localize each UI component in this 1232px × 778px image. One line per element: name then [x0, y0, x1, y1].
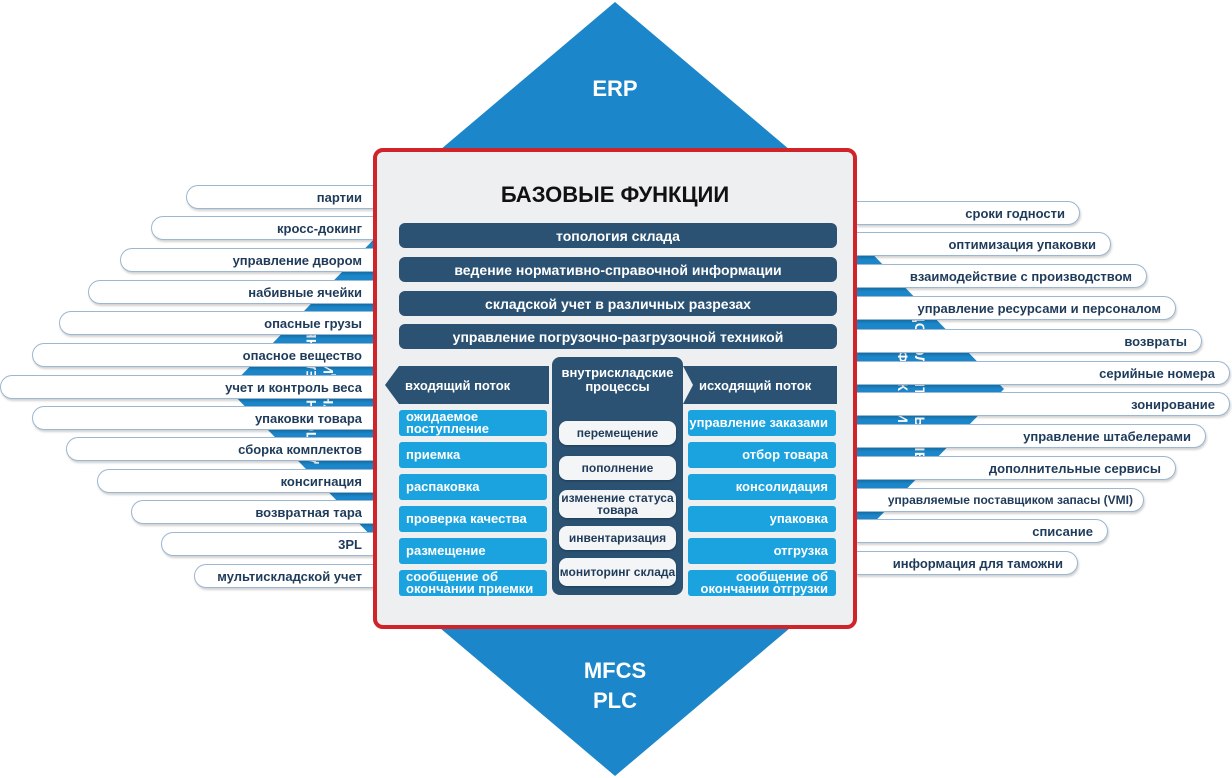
- base-function-bar: ведение нормативно-справочной информации: [399, 257, 837, 282]
- left-item: консигнация: [97, 469, 376, 493]
- outbound-step: управление заказами: [688, 410, 836, 436]
- right-item: сроки годности: [856, 201, 1080, 225]
- right-item: управление штабелерами: [856, 424, 1206, 448]
- right-item: серийные номера: [856, 361, 1230, 385]
- right-item: зонирование: [856, 392, 1230, 416]
- outbound-arrow-shape: [683, 366, 837, 404]
- right-item: взаимодействие с производством: [856, 264, 1147, 288]
- outbound-step: консолидация: [688, 474, 836, 500]
- left-item: опасные грузы: [59, 311, 376, 335]
- left-item: опасное вещество: [32, 343, 376, 367]
- right-item: информация для таможни: [856, 551, 1078, 575]
- outbound-step: отгрузка: [688, 538, 836, 564]
- left-item: 3PL: [161, 532, 376, 556]
- outbound-header: исходящий поток: [699, 377, 812, 393]
- outbound-step: отбор товара: [688, 442, 836, 468]
- left-item: мультискладской учет: [194, 564, 376, 588]
- right-item: управляемые поставщиком запасы (VMI): [856, 488, 1144, 512]
- left-item: учет и контроль веса: [0, 375, 376, 399]
- left-item: сборка комплектов: [66, 437, 376, 461]
- inbound-step: проверка качества: [399, 506, 547, 532]
- internal-step: пополнение: [559, 456, 676, 480]
- inbound-step: распаковка: [399, 474, 547, 500]
- internal-step: инвентаризация: [559, 526, 676, 550]
- base-function-bar: складской учет в различных разрезах: [399, 291, 837, 316]
- right-item: возвраты: [856, 329, 1202, 353]
- left-item: возвратная тара: [131, 500, 376, 524]
- internal-header: внутрискладские процессы: [561, 365, 674, 394]
- inbound-step: размещение: [399, 538, 547, 564]
- left-item: набивные ячейки: [88, 280, 376, 304]
- plc-label: PLC: [593, 688, 637, 713]
- mfcs-label: MFCS: [583, 658, 647, 683]
- inbound-step: приемка: [399, 442, 547, 468]
- base-function-bar: управление погрузочно-разгрузочной техни…: [399, 324, 837, 349]
- internal-step: мониторинг склада: [559, 558, 676, 586]
- internal-step: перемещение: [559, 421, 676, 445]
- inbound-step: сообщение об окончании приемки: [399, 570, 547, 596]
- base-functions-panel: БАЗОВЫЕ ФУНКЦИИ топология склада ведение…: [373, 148, 857, 629]
- erp-label: ERP: [592, 76, 638, 101]
- right-item: списание: [856, 519, 1108, 543]
- internal-processes-column: внутрискладские процессы перемещение поп…: [552, 357, 683, 595]
- left-item: управление двором: [120, 248, 376, 272]
- outbound-step: упаковка: [688, 506, 836, 532]
- left-item: кросс-докинг: [151, 216, 376, 240]
- base-function-bar: топология склада: [399, 223, 837, 248]
- right-item: управление ресурсами и персоналом: [856, 296, 1176, 320]
- outbound-step: сообщение об окончании отгрузки: [688, 570, 836, 596]
- inbound-header: входящий поток: [405, 377, 511, 393]
- top-diamond: [440, 2, 790, 150]
- left-item: упаковки товара: [32, 406, 376, 430]
- inbound-arrow-shape: [385, 366, 549, 404]
- internal-step: изменение статуса товара: [559, 490, 676, 518]
- panel-title: БАЗОВЫЕ ФУНКЦИИ: [500, 182, 730, 207]
- bottom-diamond: [440, 628, 790, 776]
- inbound-step: ожидаемое поступление: [399, 410, 547, 436]
- right-item: оптимизация упаковки: [856, 232, 1111, 256]
- left-item: партии: [186, 185, 376, 209]
- right-item: дополнительные сервисы: [856, 456, 1176, 480]
